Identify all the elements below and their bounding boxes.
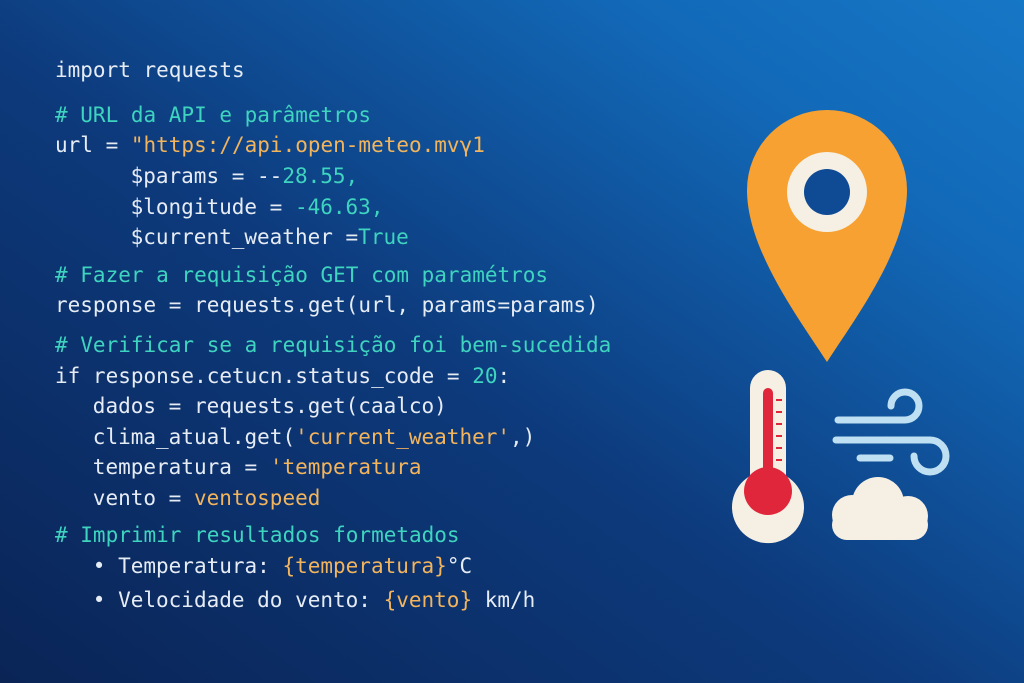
code-token: "https://api.open-meteo.mvγ1 [130, 133, 485, 157]
code-token: $current_weather = [130, 225, 359, 249]
code-line: # Imprimir resultados formetados [55, 520, 460, 550]
code-line: $params = --28.55, [131, 161, 359, 191]
code-token: temperatura = [92, 455, 270, 479]
cloud-icon [832, 477, 928, 540]
code-token: if response.cetucn.status_code = [55, 364, 473, 388]
code-token: • Temperatura: [92, 554, 283, 578]
code-token: -46.63, [294, 195, 384, 219]
code-token: import requests [55, 58, 245, 82]
code-token: # Verificar se a requisição foi bem-suce… [55, 333, 612, 357]
code-token: 20 [472, 364, 498, 388]
code-token: dados = requests.get(caalco) [92, 394, 447, 418]
code-token: °C [446, 554, 473, 578]
code-token: 28.55, [282, 164, 359, 188]
code-line: url = "https://api.open-meteo.mvγ1 [55, 130, 485, 160]
code-token: ,) [510, 425, 536, 449]
code-token: 'current_weather' [295, 425, 511, 449]
code-line: $current_weather =True [131, 222, 409, 252]
code-line: temperatura = 'temperatura [93, 452, 422, 482]
code-token: km/h [472, 588, 536, 612]
code-token: $params = -- [130, 164, 283, 188]
code-line: # Verificar se a requisição foi bem-suce… [55, 330, 611, 360]
code-line: if response.cetucn.status_code = 20: [55, 361, 510, 391]
code-token: # Fazer a requisição GET com paramétros [55, 263, 549, 287]
code-token: 'temperatura [269, 455, 422, 479]
code-token: ventospeed [193, 486, 321, 510]
code-token: {temperatura} [282, 554, 447, 578]
code-line: clima_atual.get('current_weather',) [93, 422, 536, 452]
code-token: # URL da API e parâmetros [55, 103, 372, 127]
wind-icon [832, 388, 950, 476]
location-pin-icon [747, 110, 907, 362]
code-line: # URL da API e parâmetros [55, 100, 371, 130]
code-token: url = [55, 133, 131, 157]
code-line: • Temperatura: {temperatura}°C [93, 551, 472, 581]
code-line: # Fazer a requisição GET com paramétros [55, 260, 548, 290]
code-token: • Velocidade do vento: [92, 588, 384, 612]
code-token: vento = [92, 486, 194, 510]
code-token: response = requests.get(url, params=para… [55, 293, 599, 317]
code-line: import requests [55, 55, 245, 85]
code-token: : [497, 364, 511, 388]
code-token: True [358, 225, 409, 249]
code-token: # Imprimir resultados formetados [55, 523, 460, 547]
code-token: {vento} [383, 588, 473, 612]
code-token: clima_atual.get( [92, 425, 296, 449]
code-line: response = requests.get(url, params=para… [55, 290, 599, 320]
code-token: $longitude = [130, 195, 295, 219]
code-line: dados = requests.get(caalco) [93, 391, 447, 421]
code-line: $longitude = -46.63, [131, 192, 384, 222]
thermometer-icon [731, 370, 805, 544]
code-line: • Velocidade do vento: {vento} km/h [93, 585, 536, 615]
code-line: vento = ventospeed [93, 483, 321, 513]
